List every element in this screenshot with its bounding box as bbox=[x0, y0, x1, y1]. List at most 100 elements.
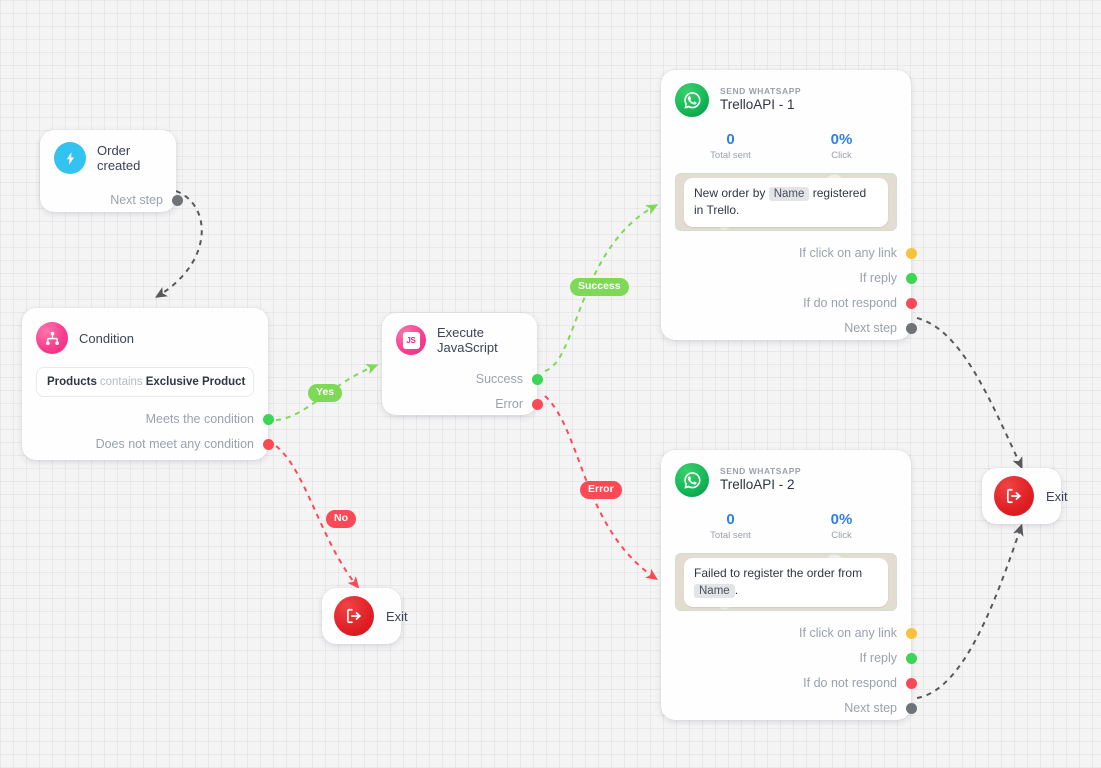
port-next-step[interactable]: Next step bbox=[54, 190, 183, 210]
stat-click: 0% Click bbox=[786, 510, 897, 541]
edge-whatsapp1-to-exit bbox=[916, 317, 1023, 470]
port-if-do-not-respond[interactable]: If do not respond bbox=[675, 673, 917, 693]
node-title: TrelloAPI - 1 bbox=[720, 97, 795, 113]
port-handle-red-icon[interactable] bbox=[906, 677, 917, 689]
edge-label-success: Success bbox=[570, 278, 629, 297]
stats-row: 0 Total sent 0% Click bbox=[675, 130, 897, 161]
port-handle-green-icon[interactable] bbox=[263, 413, 274, 425]
message-text-after: . bbox=[734, 583, 739, 598]
stat-total-sent: 0 Total sent bbox=[675, 130, 786, 161]
stats-row: 0 Total sent 0% Click bbox=[675, 510, 897, 541]
port-handle-green-icon[interactable] bbox=[906, 652, 917, 664]
condition-rule-value: Exclusive Product bbox=[145, 376, 246, 388]
message-bubble: New order by Name registered in Trello. bbox=[684, 177, 888, 227]
message-text-before: Failed to register the order from bbox=[694, 565, 863, 580]
stat-click: 0% Click bbox=[786, 130, 897, 161]
node-header: Condition bbox=[36, 322, 254, 354]
port-handle-red-icon[interactable] bbox=[906, 297, 917, 309]
stat-value: 0% bbox=[830, 131, 853, 148]
stat-value: 0 bbox=[726, 131, 735, 148]
exit-icon bbox=[994, 476, 1034, 516]
stat-value: 0% bbox=[830, 511, 853, 528]
node-title: Execute JavaScript bbox=[437, 325, 498, 355]
port-if-click-on-any-link[interactable]: If click on any link bbox=[675, 243, 917, 263]
stat-label: Total sent bbox=[710, 530, 751, 542]
node-kicker: SEND WHATSAPP bbox=[720, 466, 802, 477]
message-variable-chip: Name bbox=[694, 584, 735, 599]
port-next-step[interactable]: Next step bbox=[675, 698, 917, 718]
node-exit-end[interactable]: Exit bbox=[982, 468, 1068, 524]
port-label: If click on any link bbox=[799, 246, 897, 261]
node-execute-javascript[interactable]: JS Execute JavaScript Success Error bbox=[382, 313, 543, 415]
edge-whatsapp2-to-exit bbox=[916, 523, 1024, 699]
port-if-do-not-respond[interactable]: If do not respond bbox=[675, 293, 917, 313]
message-text-before: New order by bbox=[694, 185, 766, 200]
node-kicker: SEND WHATSAPP bbox=[720, 86, 802, 97]
port-error[interactable]: Error bbox=[396, 394, 543, 414]
stat-label: Click bbox=[831, 530, 852, 542]
node-title: Order created bbox=[97, 143, 141, 173]
node-title: Condition bbox=[79, 330, 134, 346]
node-header: JS Execute JavaScript bbox=[396, 325, 523, 355]
message-variable-chip: Name bbox=[768, 186, 810, 201]
js-icon-label: JS bbox=[402, 331, 420, 349]
whatsapp-icon bbox=[675, 463, 709, 497]
node-send-whatsapp-trelloapi-1[interactable]: SEND WHATSAPP TrelloAPI - 1 0 Total sent… bbox=[661, 70, 917, 340]
port-does-not-meet-any-condition[interactable]: Does not meet any condition bbox=[36, 434, 274, 454]
port-handle-yellow-icon[interactable] bbox=[906, 627, 917, 639]
port-if-click-on-any-link[interactable]: If click on any link bbox=[675, 623, 917, 643]
port-if-reply[interactable]: If reply bbox=[675, 268, 917, 288]
port-label: Next step bbox=[110, 193, 163, 207]
stat-total-sent: 0 Total sent bbox=[675, 510, 786, 541]
exit-icon bbox=[334, 596, 374, 636]
port-label: Error bbox=[495, 397, 523, 411]
port-label: If do not respond bbox=[803, 296, 897, 311]
stat-label: Total sent bbox=[710, 150, 751, 162]
exit-label: Exit bbox=[386, 608, 408, 624]
node-header: SEND WHATSAPP TrelloAPI - 1 bbox=[675, 83, 897, 117]
port-label: Does not meet any condition bbox=[95, 437, 254, 451]
port-if-reply[interactable]: If reply bbox=[675, 648, 917, 668]
whatsapp-header-text: SEND WHATSAPP TrelloAPI - 2 bbox=[720, 466, 801, 494]
port-handle-yellow-icon[interactable] bbox=[906, 247, 917, 259]
node-send-whatsapp-trelloapi-2[interactable]: SEND WHATSAPP TrelloAPI - 2 0 Total sent… bbox=[661, 450, 917, 720]
port-next-step[interactable]: Next step bbox=[675, 318, 917, 338]
port-handle-red-icon[interactable] bbox=[532, 398, 543, 410]
port-success[interactable]: Success bbox=[396, 369, 543, 389]
message-preview[interactable]: New order by Name registered in Trello. bbox=[675, 173, 897, 232]
edge-label-error: Error bbox=[580, 481, 622, 500]
port-handle-gray-icon[interactable] bbox=[906, 702, 917, 714]
port-handle-green-icon[interactable] bbox=[906, 272, 917, 284]
condition-rule-operator: contains bbox=[99, 376, 143, 388]
node-header: SEND WHATSAPP TrelloAPI - 2 bbox=[675, 463, 897, 497]
edge-label-yes: Yes bbox=[308, 384, 343, 403]
message-text-after: registered in Trello. bbox=[694, 185, 867, 218]
whatsapp-icon bbox=[675, 83, 709, 117]
port-handle-green-icon[interactable] bbox=[532, 373, 543, 385]
node-order-created[interactable]: Order created Next step bbox=[40, 130, 183, 212]
message-bubble: Failed to register the order from Name. bbox=[684, 557, 888, 607]
port-handle-red-icon[interactable] bbox=[263, 438, 274, 450]
node-title: TrelloAPI - 2 bbox=[720, 477, 795, 493]
port-label: If reply bbox=[859, 651, 897, 666]
port-handle-gray-icon[interactable] bbox=[172, 194, 183, 206]
stat-label: Click bbox=[831, 150, 852, 162]
port-meets-the-condition[interactable]: Meets the condition bbox=[36, 409, 274, 429]
port-label: If do not respond bbox=[803, 676, 897, 691]
lightning-bolt-icon bbox=[54, 142, 86, 174]
stat-value: 0 bbox=[726, 511, 735, 528]
js-icon: JS bbox=[396, 325, 426, 355]
whatsapp-header-text: SEND WHATSAPP TrelloAPI - 1 bbox=[720, 86, 801, 114]
edge-label-no: No bbox=[326, 510, 356, 529]
port-label: If click on any link bbox=[799, 626, 897, 641]
node-exit-no-branch[interactable]: Exit bbox=[322, 588, 408, 644]
condition-rule-field: Products bbox=[47, 376, 97, 388]
port-handle-gray-icon[interactable] bbox=[906, 322, 917, 334]
port-label: Success bbox=[475, 372, 523, 386]
port-label: Next step bbox=[844, 701, 897, 716]
message-preview[interactable]: Failed to register the order from Name. bbox=[675, 553, 897, 612]
port-label: If reply bbox=[859, 271, 897, 286]
